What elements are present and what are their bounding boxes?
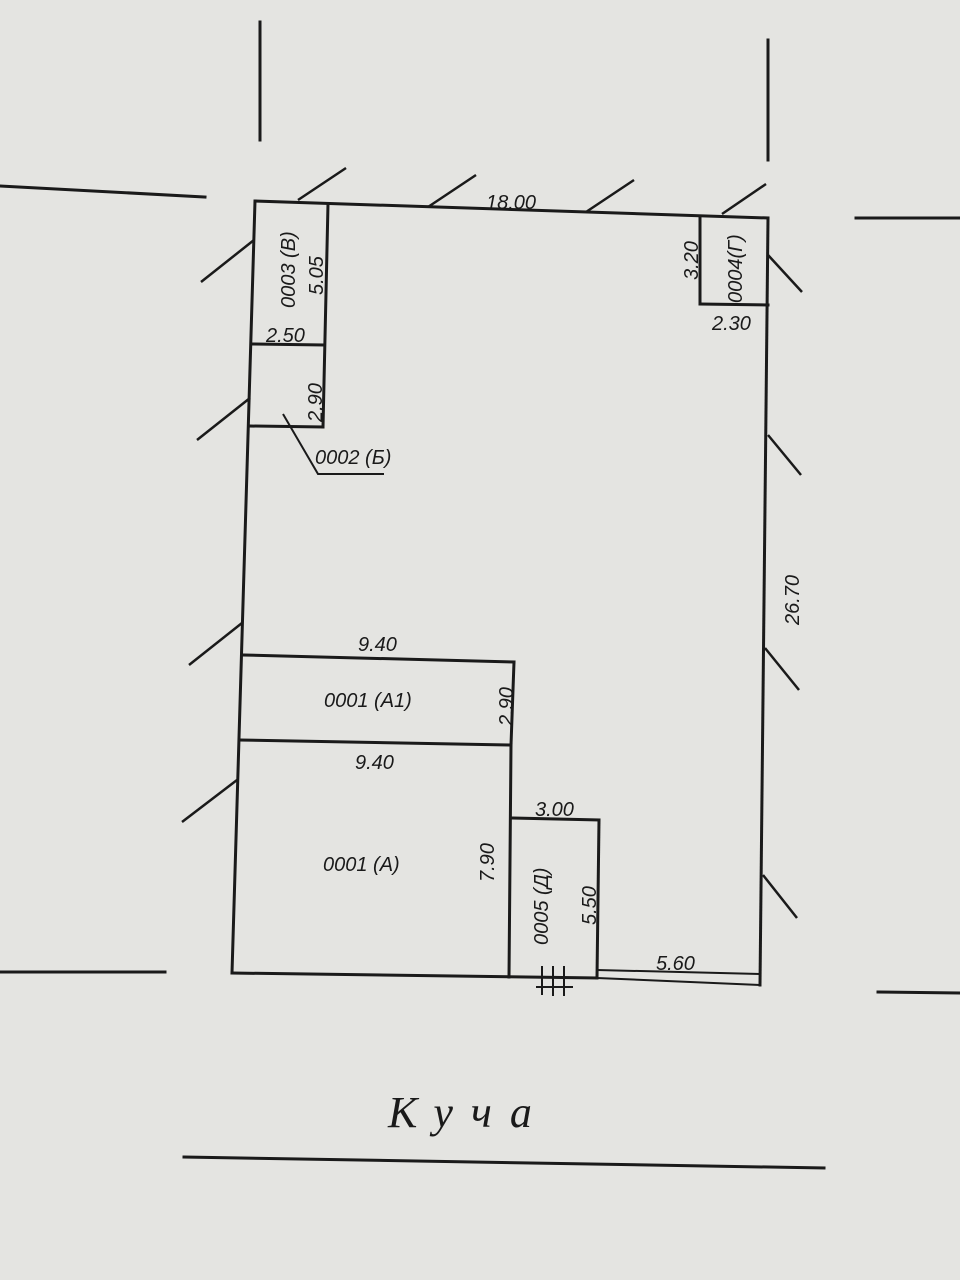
building-0003-label: 0003 (В) xyxy=(278,231,300,308)
building-0002-width: 2.50 xyxy=(265,325,305,347)
building-0004-label: 0004(Г) xyxy=(725,234,747,303)
entrance-marker xyxy=(536,966,573,996)
building-0003-depth: 5.05 xyxy=(306,255,328,295)
building-0002-depth: 2.90 xyxy=(305,383,327,423)
boundary-hatching xyxy=(181,166,803,919)
building-0001-a1-width: 9.40 xyxy=(358,634,397,656)
building-0005-depth: 5.50 xyxy=(579,886,601,925)
building-0002-b-leader xyxy=(282,413,384,475)
neighbor-boundaries xyxy=(0,20,960,995)
building-0001-a-width: 9.40 xyxy=(355,752,394,774)
plot-boundary xyxy=(230,199,770,987)
building-0005-label: 0005 (Д) xyxy=(531,868,553,945)
street-label: Куча xyxy=(387,1088,550,1137)
building-0001-a-label: 0001 (А) xyxy=(323,854,400,876)
building-0004-g xyxy=(698,214,770,307)
building-0004-width: 2.30 xyxy=(711,313,751,335)
street-line xyxy=(182,1155,826,1170)
building-0002-label: 0002 (Б) xyxy=(315,447,391,469)
building-0001-a1 xyxy=(238,653,516,747)
plot-right-dimension: 26.70 xyxy=(782,575,804,626)
building-0001-a-depth: 7.90 xyxy=(477,843,499,882)
building-0005-width: 3.00 xyxy=(535,799,574,821)
gate-width-dimension: 5.60 xyxy=(656,953,695,975)
building-0001-a1-label: 0001 (А1) xyxy=(324,690,412,712)
building-0001-a xyxy=(507,743,513,979)
building-0003-v xyxy=(248,202,330,429)
building-0001-a1-depth: 2.90 xyxy=(496,687,518,727)
building-0005-d xyxy=(511,816,601,980)
plot-top-dimension: 18.00 xyxy=(486,192,536,214)
building-0004-depth: 3.20 xyxy=(681,241,703,280)
